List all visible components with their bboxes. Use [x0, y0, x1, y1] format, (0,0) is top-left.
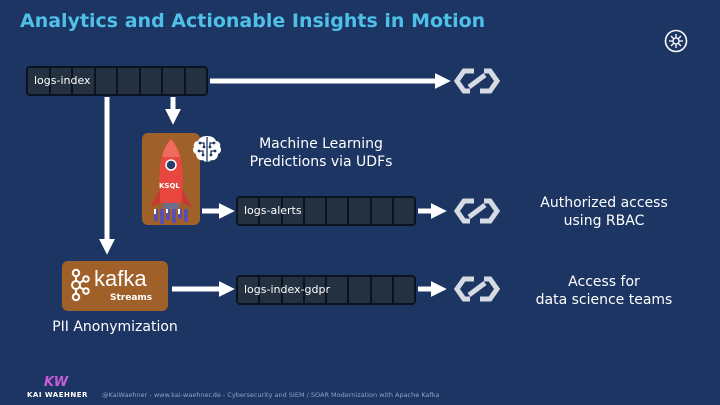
- kafka-sub: Streams: [110, 293, 153, 303]
- topic-logs-index-gdpr-label: logs-index-gdpr: [244, 283, 331, 296]
- slide-title: Analytics and Actionable Insights in Mot…: [20, 10, 486, 32]
- logo-icon: [664, 29, 688, 53]
- brand-name: KAI WAEHNER: [27, 391, 88, 399]
- ml-label-line2: Predictions via UDFs: [249, 154, 393, 170]
- topic-logs-index-gdpr: logs-index-gdpr: [236, 275, 416, 305]
- kafka-name: kafka: [94, 266, 147, 291]
- pii-label: PII Anonymization: [52, 319, 178, 335]
- sink-connector-icon: [454, 276, 500, 302]
- brand-logo: KW: [44, 375, 69, 390]
- rbac-label-line1: Authorized access: [540, 195, 668, 211]
- kafka-streams-box: kafka Streams: [62, 261, 168, 311]
- sink-connector-icon: [454, 68, 500, 94]
- ksql-badge: KSQL: [159, 182, 180, 190]
- topic-logs-alerts-label: logs-alerts: [244, 204, 302, 217]
- topic-logs-index-label: logs-index: [34, 74, 91, 87]
- topic-logs-alerts: logs-alerts: [236, 196, 416, 226]
- data-science-label-line2: data science teams: [535, 292, 673, 308]
- data-science-label: Access for data science teams: [517, 273, 691, 309]
- brain-icon: [192, 136, 222, 162]
- kafka-logo-icon: [71, 268, 90, 302]
- sink-connector-icon: [454, 198, 500, 224]
- ksql-box: KSQL: [142, 133, 200, 225]
- rbac-label: Authorized access using RBAC: [522, 194, 686, 230]
- footer-text: @KaiWaehner - www.kai-waehner.de - Cyber…: [102, 391, 440, 399]
- rocket-icon: [150, 139, 192, 224]
- data-science-label-line1: Access for: [568, 274, 640, 290]
- ml-label: Machine Learning Predictions via UDFs: [240, 135, 402, 171]
- topic-logs-index: logs-index: [26, 66, 208, 96]
- ml-label-line1: Machine Learning: [259, 136, 383, 152]
- rbac-label-line2: using RBAC: [563, 213, 645, 229]
